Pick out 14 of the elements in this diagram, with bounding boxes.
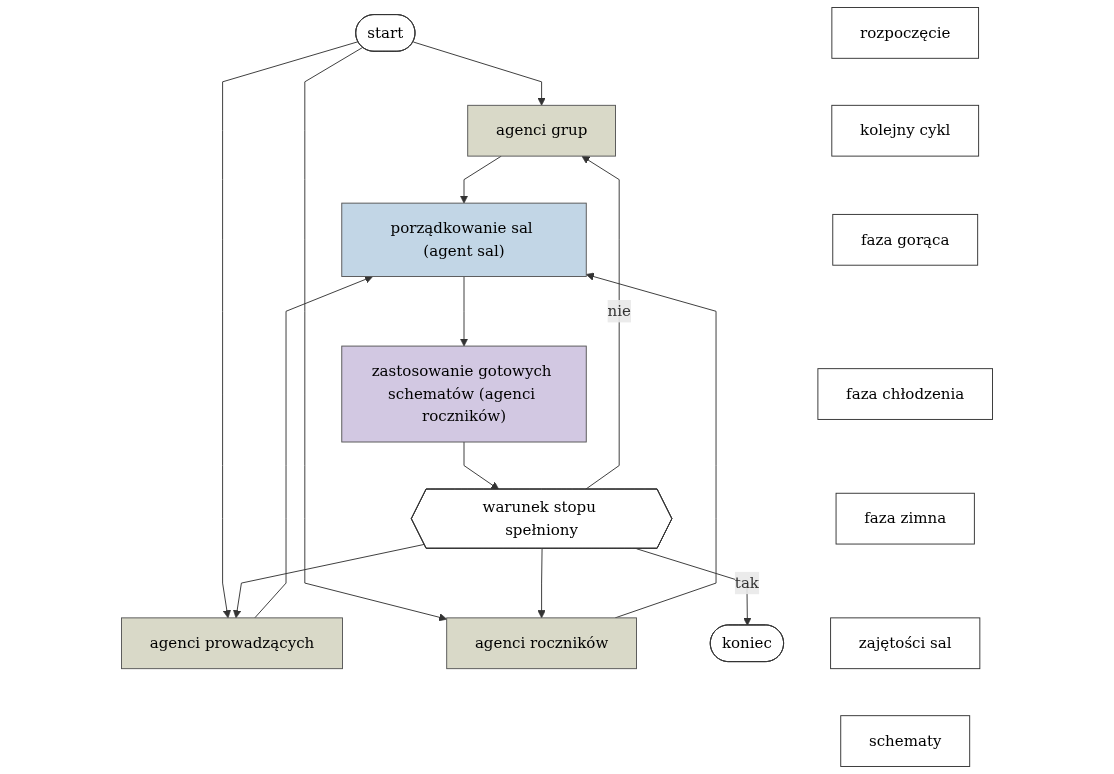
node-box: porządkowanie sal (agent sal) xyxy=(341,202,587,277)
node-box: agenci prowadzących xyxy=(121,617,343,670)
edge-label: nie xyxy=(607,301,631,320)
node-box: zastosowanie gotowych schematów (agenci roczników) xyxy=(341,345,587,443)
node-box: agenci roczników xyxy=(446,617,637,670)
node-box: zajętości sal xyxy=(830,617,981,670)
node-box: rozpoczęcie xyxy=(831,7,979,59)
edge-label: tak xyxy=(734,573,759,592)
node-box: agenci grup xyxy=(467,104,616,157)
node-box: faza chłodzenia xyxy=(817,368,993,420)
node-box: faza gorąca xyxy=(832,213,979,266)
node-box: kolejny cykl xyxy=(831,104,980,157)
node-box: schematy xyxy=(840,715,971,767)
node-box: faza zimna xyxy=(835,492,975,545)
